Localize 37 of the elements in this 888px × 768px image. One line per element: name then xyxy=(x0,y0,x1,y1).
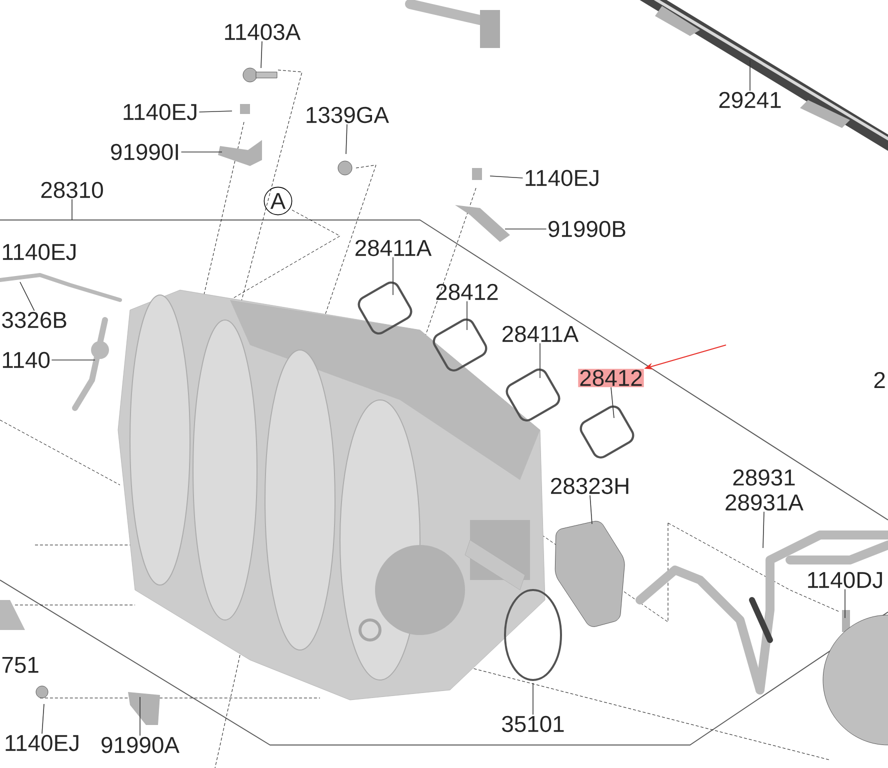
callout-number: 3326B xyxy=(2,312,66,328)
callout-number: 1339GA xyxy=(306,106,389,124)
callout-number: 35101 xyxy=(502,716,564,732)
callout-number: 91990A xyxy=(102,736,180,754)
callout-number: 91990I xyxy=(111,144,178,160)
leader-line xyxy=(590,494,592,524)
leader-line xyxy=(20,282,35,312)
callout-number: 11403A xyxy=(225,24,301,40)
leader-line xyxy=(198,110,232,112)
callout-number: 1140EJ xyxy=(124,104,196,120)
callout-number: 28310 xyxy=(41,182,103,198)
callout-number: 91990B xyxy=(548,220,626,238)
highlighted-callout-number: 28412 xyxy=(578,368,644,388)
leader-line xyxy=(490,176,524,178)
leader-line xyxy=(504,228,547,230)
callout-number: 28323H xyxy=(551,478,628,494)
callout-number: 1140EJ xyxy=(6,734,78,752)
callout-number: 28412 xyxy=(436,284,498,300)
leader-line xyxy=(762,511,764,548)
leader-line xyxy=(260,40,262,68)
callout-number: 28411A xyxy=(502,326,579,342)
leader-line xyxy=(610,386,614,418)
callout-number: 28411A xyxy=(356,240,432,256)
leader-line xyxy=(346,124,348,154)
callout-number: 1140DJ xyxy=(808,572,882,588)
callout-number: 1140EJ xyxy=(2,244,76,260)
leader-line xyxy=(844,588,846,618)
leader-line xyxy=(532,682,534,716)
callout-number: 1140 xyxy=(2,352,50,368)
leader-line xyxy=(42,704,44,734)
callout-number: 751 xyxy=(2,657,38,673)
callout-number: 1140EJ xyxy=(526,170,598,186)
leader-line xyxy=(466,300,468,330)
callout-number: 29241 xyxy=(719,92,781,108)
callout-number: 28931 28931A xyxy=(726,469,804,511)
callout-number: 2 xyxy=(874,372,885,388)
leader-line xyxy=(392,256,394,296)
